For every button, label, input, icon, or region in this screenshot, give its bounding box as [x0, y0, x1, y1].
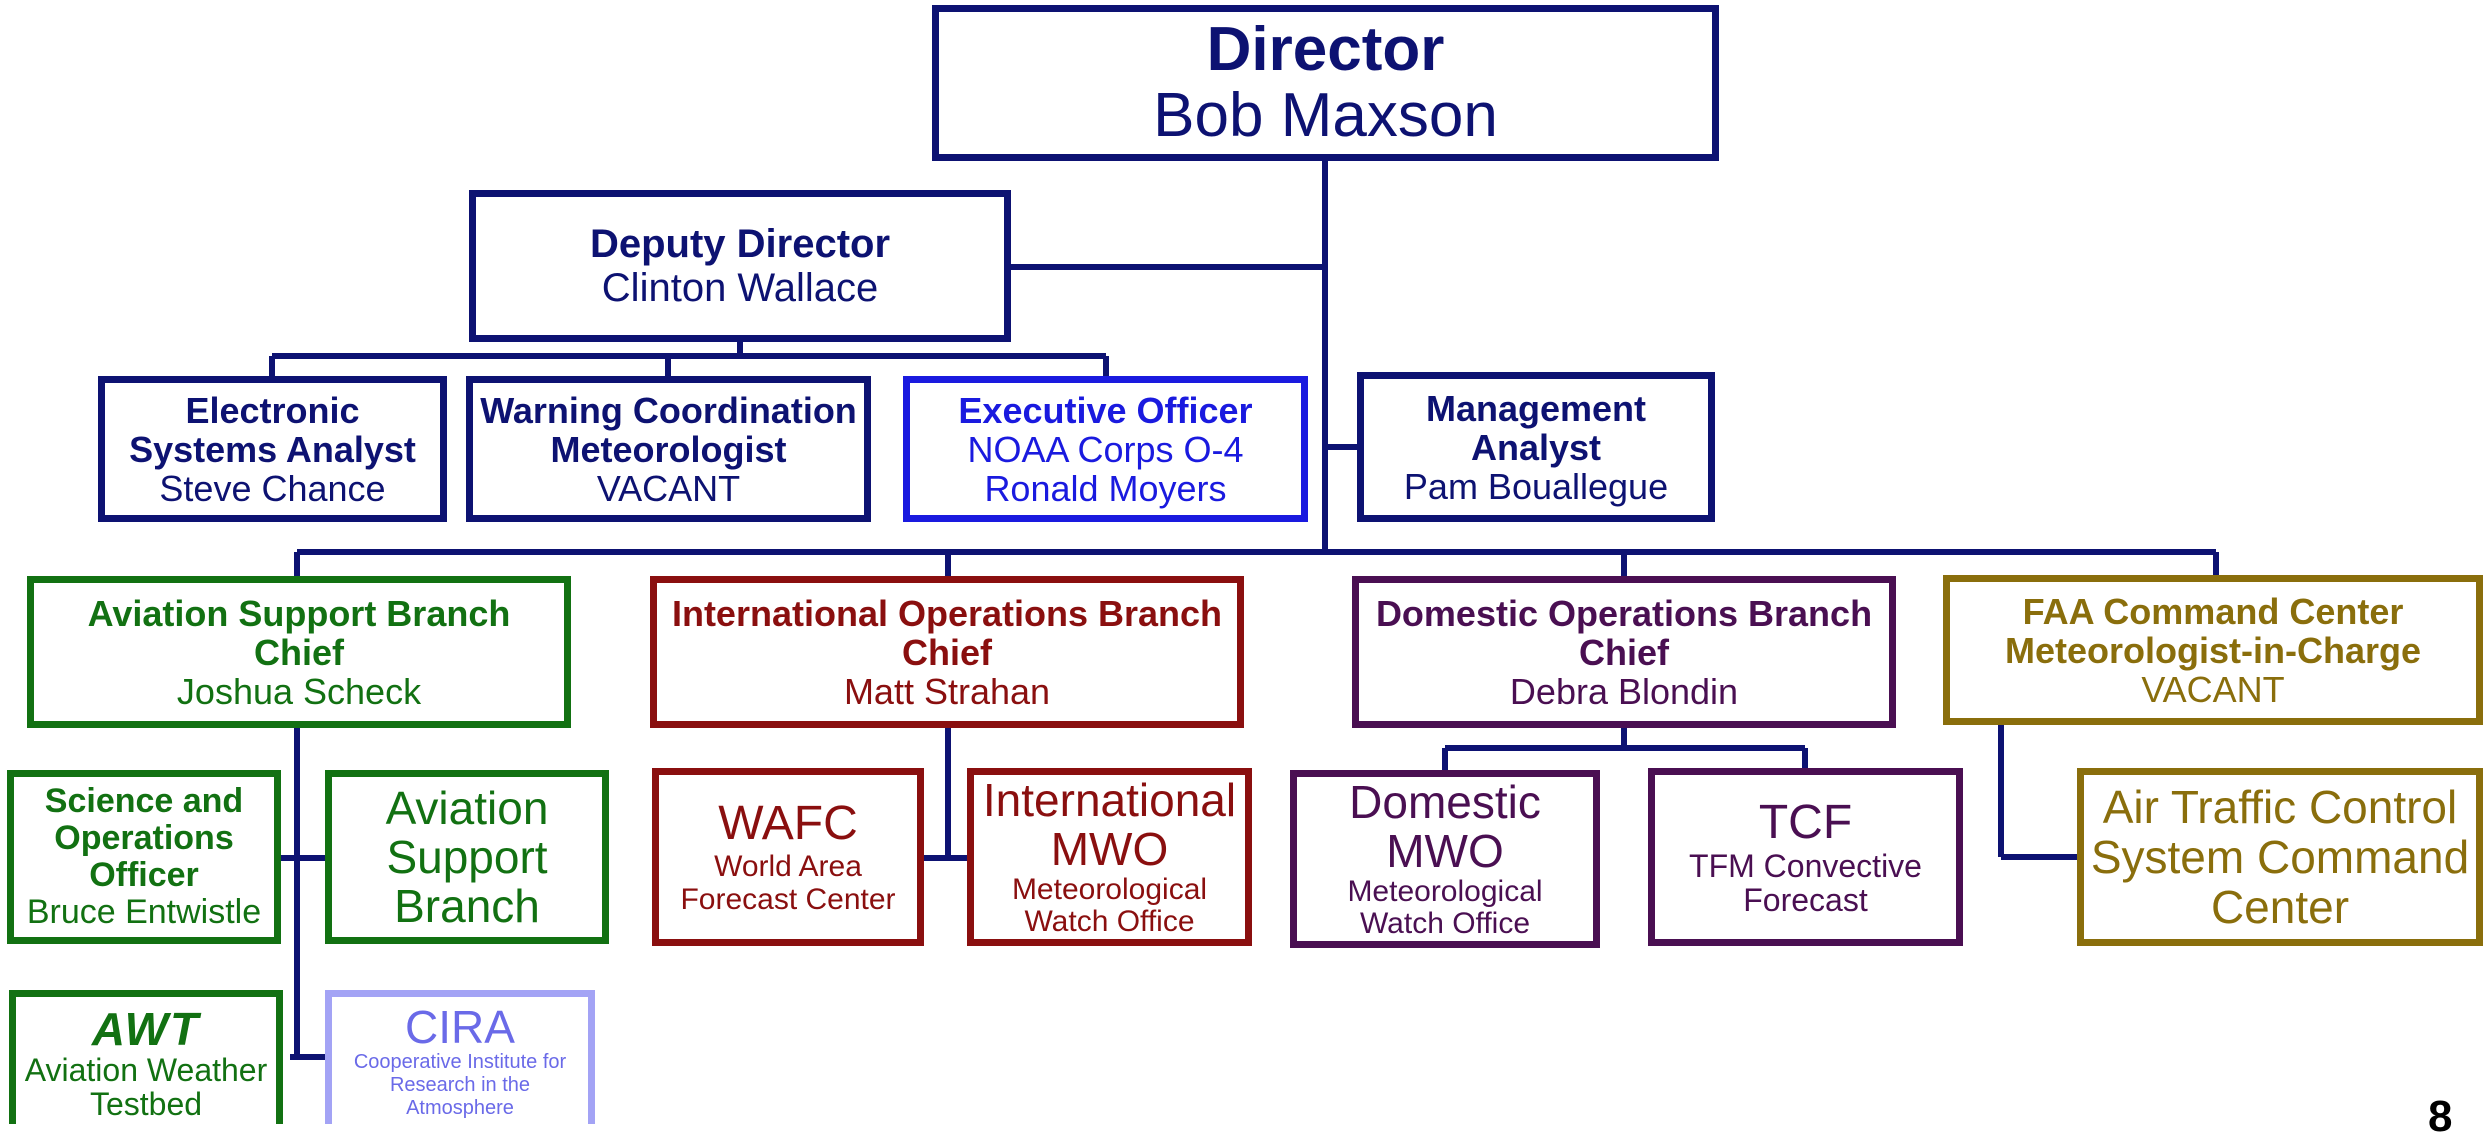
- aviation-chief-title-line1: Aviation Support Branch: [87, 592, 511, 634]
- awt-line2: Testbed: [89, 1086, 203, 1122]
- dom-chief-title-line1: Domestic Operations Branch: [1375, 592, 1873, 634]
- domestic-operations-chief-box: Domestic Operations Branch Chief Debra B…: [1352, 576, 1896, 728]
- dom-mwo-sub1: Meteorological: [1347, 875, 1543, 908]
- atc-line2: System Command: [2090, 831, 2470, 883]
- wafc-line2: Forecast Center: [680, 883, 896, 916]
- intl-chief-title-line1: International Operations Branch: [671, 592, 1223, 634]
- intl-mwo-sub1: Meteorological: [1011, 873, 1208, 906]
- electronic-title-line1: Electronic: [185, 389, 360, 431]
- awt-logo: AWT: [91, 1003, 201, 1055]
- intl-mwo-line2: MWO: [1050, 823, 1169, 875]
- management-title-line1: Management: [1425, 387, 1647, 429]
- dom-mwo-sub2: Watch Office: [1359, 907, 1531, 940]
- director-box: Director Bob Maxson: [932, 5, 1719, 161]
- intl-chief-title-line2: Chief: [902, 631, 992, 673]
- aviation-chief-title-line2: Chief: [254, 631, 344, 673]
- wafc-title: WAFC: [718, 797, 858, 850]
- faa-name: VACANT: [2141, 668, 2285, 710]
- director-title: Director: [1206, 15, 1445, 84]
- aviation-branch-line3: Branch: [394, 879, 540, 932]
- warning-name: VACANT: [596, 467, 741, 509]
- air-traffic-control-box: Air Traffic Control System Command Cente…: [2077, 768, 2483, 946]
- atc-line1: Air Traffic Control: [2102, 781, 2458, 833]
- deputy-director-name: Clinton Wallace: [601, 266, 879, 310]
- faa-title-line1: FAA Command Center: [2022, 590, 2404, 632]
- wafc-line1: World Area: [714, 850, 862, 883]
- management-analyst-box: Management Analyst Pam Bouallegue: [1357, 372, 1715, 522]
- dom-chief-title-line2: Chief: [1579, 631, 1669, 673]
- cira-box: CIRA Cooperative Institute for Research …: [325, 990, 595, 1124]
- warning-title-line1: Warning Coordination: [480, 389, 857, 431]
- aviation-chief-name: Joshua Scheck: [176, 670, 422, 712]
- intl-mwo-line1: International: [982, 774, 1237, 826]
- tcf-line2: Forecast: [1743, 882, 1868, 918]
- tcf-line1: TFM Convective: [1689, 848, 1922, 884]
- tcf-title: TCF: [1758, 796, 1853, 849]
- faa-title-line2: Meteorologist-in-Charge: [2004, 629, 2421, 671]
- deputy-director-title: Deputy Director: [589, 222, 891, 266]
- science-line1: Science and: [44, 782, 244, 820]
- tcf-box: TCF TFM Convective Forecast: [1648, 768, 1963, 946]
- science-operations-officer-box: Science and Operations Officer Bruce Ent…: [7, 770, 281, 944]
- dom-mwo-line1: Domestic: [1349, 776, 1541, 828]
- director-name: Bob Maxson: [1153, 81, 1498, 150]
- dom-chief-name: Debra Blondin: [1509, 670, 1739, 712]
- deputy-director-box: Deputy Director Clinton Wallace: [469, 190, 1011, 342]
- atc-line3: Center: [2210, 881, 2350, 933]
- intl-chief-name: Matt Strahan: [843, 670, 1051, 712]
- executive-name: Ronald Moyers: [984, 467, 1227, 509]
- science-line2: Operations: [54, 819, 234, 857]
- cira-title: CIRA: [405, 1001, 515, 1053]
- aviation-support-branch-box: Aviation Support Branch: [325, 770, 609, 944]
- faa-command-center-box: FAA Command Center Meteorologist-in-Char…: [1943, 575, 2483, 725]
- aviation-branch-line2: Support: [386, 830, 548, 883]
- intl-mwo-sub2: Watch Office: [1024, 905, 1195, 938]
- executive-officer-box: Executive Officer NOAA Corps O-4 Ronald …: [903, 376, 1308, 522]
- management-name: Pam Bouallegue: [1403, 465, 1669, 507]
- electronic-systems-analyst-box: Electronic Systems Analyst Steve Chance: [98, 376, 447, 522]
- wafc-box: WAFC World Area Forecast Center: [652, 768, 924, 946]
- science-name: Bruce Entwistle: [26, 893, 262, 931]
- domestic-mwo-box: Domestic MWO Meteorological Watch Office: [1290, 770, 1600, 948]
- aviation-branch-line1: Aviation: [385, 781, 549, 834]
- aviation-weather-testbed-box: AWT Aviation Weather Testbed: [9, 990, 283, 1124]
- electronic-name: Steve Chance: [159, 467, 386, 509]
- aviation-support-chief-box: Aviation Support Branch Chief Joshua Sch…: [27, 576, 571, 728]
- warning-coordination-box: Warning Coordination Meteorologist VACAN…: [466, 376, 871, 522]
- science-line3: Officer: [89, 856, 199, 894]
- dom-mwo-line2: MWO: [1386, 825, 1504, 877]
- international-mwo-box: International MWO Meteorological Watch O…: [967, 768, 1252, 946]
- electronic-title-line2: Systems Analyst: [129, 428, 416, 470]
- executive-title: Executive Officer: [958, 389, 1253, 431]
- cira-line3: Atmosphere: [406, 1097, 514, 1119]
- cira-line2: Research in the: [389, 1074, 531, 1096]
- management-title-line2: Analyst: [1470, 426, 1602, 468]
- cira-line1: Cooperative Institute for: [353, 1051, 567, 1073]
- executive-corps: NOAA Corps O-4: [967, 428, 1244, 470]
- international-operations-chief-box: International Operations Branch Chief Ma…: [650, 576, 1244, 728]
- page-number: 8: [2428, 1092, 2453, 1141]
- warning-title-line2: Meteorologist: [550, 428, 787, 470]
- awt-line1: Aviation Weather: [24, 1052, 268, 1088]
